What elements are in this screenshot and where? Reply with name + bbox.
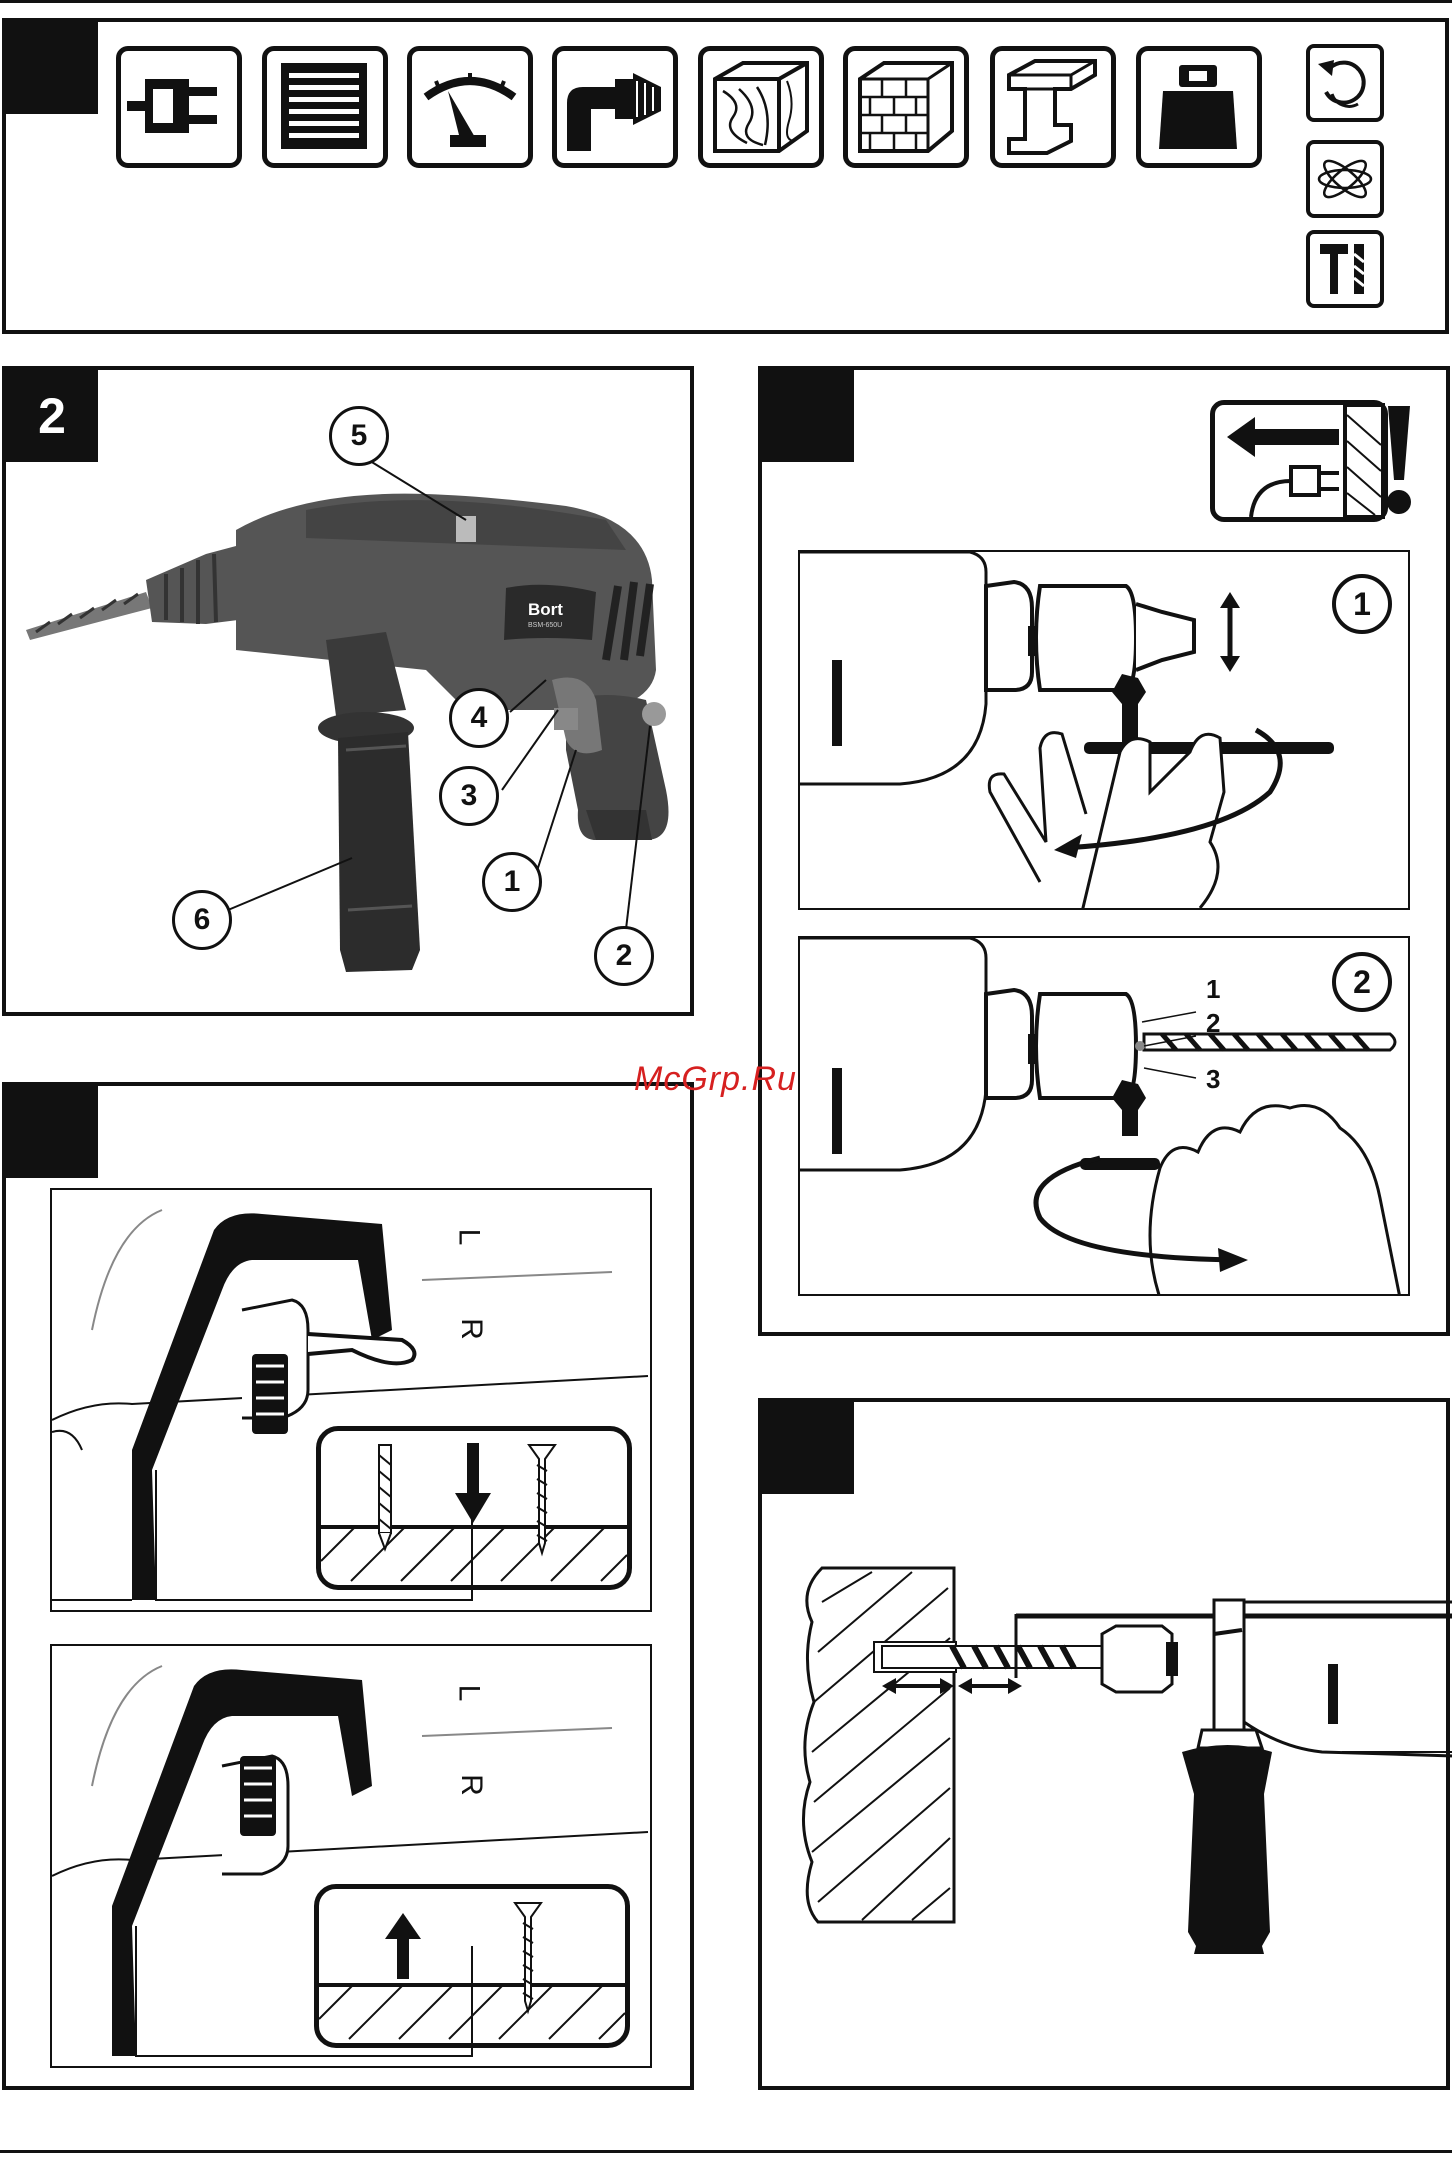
reverse-rotation-icon: [1306, 44, 1384, 122]
power-plug-icon: [116, 46, 242, 168]
bottom-rule: [0, 2150, 1452, 2153]
hammer-drill-mode-icon: [1306, 230, 1384, 308]
exclamation-icon: [1386, 406, 1412, 516]
panel-corner-tab: [6, 1086, 98, 1178]
unplug-warning-icon: [1210, 400, 1388, 522]
steel-beam-icon: [990, 46, 1116, 168]
panel-corner-tab: [6, 22, 98, 114]
callout-6: 6: [172, 890, 232, 950]
brand-logo-text: Bort: [528, 600, 563, 620]
step-1-box: 1: [798, 550, 1410, 910]
forward-rotation-box: L R: [50, 1188, 652, 1612]
model-text: BSM-650U: [528, 622, 562, 629]
callout-1: 1: [482, 852, 542, 912]
panel-direction-switch: L R L R: [2, 1082, 694, 2090]
chuck-part-label-1: 1: [1206, 974, 1220, 1005]
drill-chuck-icon: [552, 46, 678, 168]
step-2-box: 1 2 3 2: [798, 936, 1410, 1296]
speed-gauge-icon: [407, 46, 533, 168]
screw-out-icon: [314, 1884, 630, 2048]
panel-symbols: [2, 18, 1449, 334]
reverse-rotation-box: L R: [50, 1644, 652, 2068]
drill-illustration: [6, 370, 698, 1020]
callout-5: 5: [329, 406, 389, 466]
panel-depth-stop: [758, 1398, 1450, 2090]
step-2-badge: 2: [1332, 952, 1392, 1012]
depth-stop-illustration: [762, 1402, 1452, 2094]
panel-corner-tab: [762, 370, 854, 462]
panel-chuck-key: 1 1 2 3 2: [758, 366, 1450, 1336]
chuck-part-label-2: 2: [1206, 1008, 1220, 1039]
switch-label-right: R: [454, 1318, 488, 1340]
callout-2: 2: [594, 926, 654, 986]
variable-speed-icon: [1306, 140, 1384, 218]
panel-drill-overview: 2 Bort BSM-650: [2, 366, 694, 1016]
step-1-badge: 1: [1332, 574, 1392, 634]
brick-icon: [843, 46, 969, 168]
wood-icon: [698, 46, 824, 168]
callout-3: 3: [439, 766, 499, 826]
switch-label-right: R: [454, 1774, 488, 1796]
motor-coil-icon: [262, 46, 388, 168]
watermark-text: McGrp.Ru: [634, 1060, 797, 1099]
weight-icon: [1136, 46, 1262, 168]
switch-label-left: L: [451, 1685, 485, 1702]
chuck-part-label-3: 3: [1206, 1064, 1220, 1095]
callout-4: 4: [449, 688, 509, 748]
switch-label-left: L: [451, 1229, 485, 1246]
top-rule: [0, 0, 1452, 3]
screw-in-icon: [316, 1426, 632, 1590]
